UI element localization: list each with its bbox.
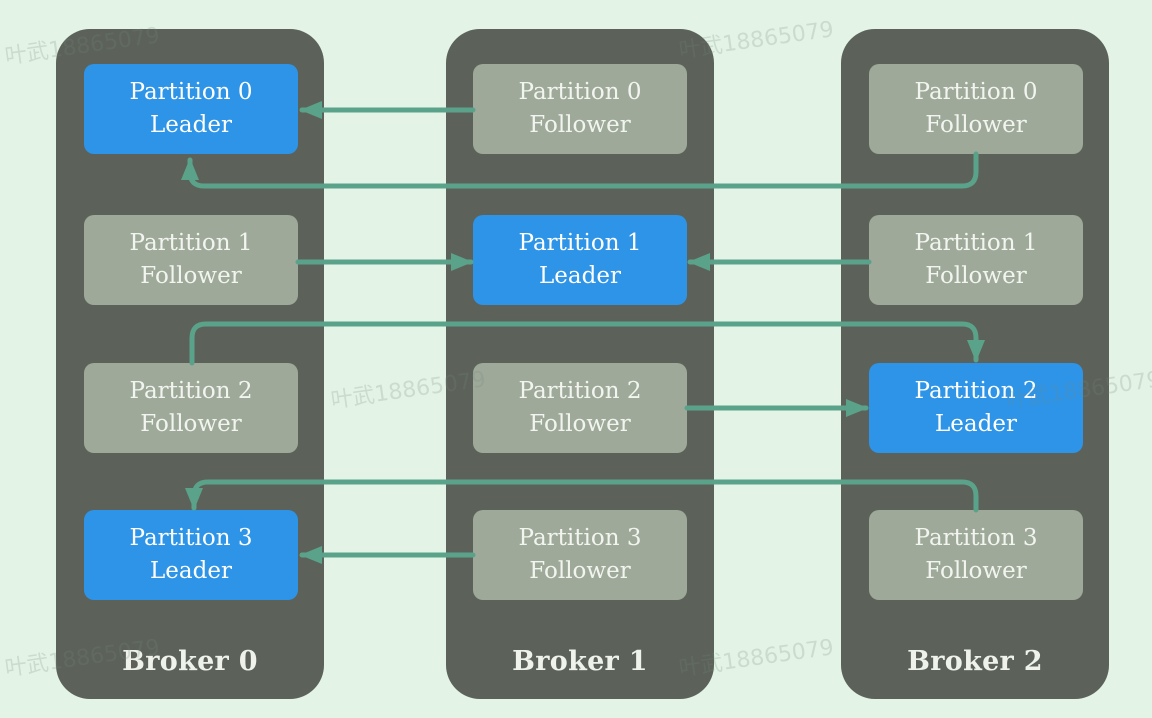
partition-title: Partition 2	[518, 378, 642, 404]
partition-role: Follower	[925, 112, 1027, 138]
partition-role: Leader	[150, 112, 232, 138]
partition-role: Follower	[529, 411, 631, 437]
partition-title: Partition 3	[518, 525, 642, 551]
broker-0-label: Broker 0	[122, 646, 258, 677]
broker-0-partition-1: Partition 1 Follower	[84, 215, 298, 305]
partition-role: Follower	[925, 263, 1027, 289]
broker-2-partition-0: Partition 0 Follower	[869, 64, 1083, 154]
partition-title: Partition 1	[914, 230, 1038, 256]
partition-role: Follower	[925, 558, 1027, 584]
partition-role: Follower	[529, 558, 631, 584]
broker-1-partition-1: Partition 1 Leader	[473, 215, 687, 305]
broker-1-partition-0: Partition 0 Follower	[473, 64, 687, 154]
partition-title: Partition 0	[518, 79, 642, 105]
broker-1-partition-3: Partition 3 Follower	[473, 510, 687, 600]
broker-0-partition-0: Partition 0 Leader	[84, 64, 298, 154]
partition-role: Leader	[539, 263, 621, 289]
partition-role: Follower	[529, 112, 631, 138]
partition-title: Partition 1	[518, 230, 642, 256]
watermark-text: 叶武18865079	[677, 17, 836, 64]
partition-role: Leader	[150, 558, 232, 584]
partition-title: Partition 0	[129, 79, 253, 105]
broker-2-label: Broker 2	[907, 646, 1043, 677]
partition-title: Partition 2	[914, 378, 1038, 404]
partition-title: Partition 3	[914, 525, 1038, 551]
broker-0-partition-3: Partition 3 Leader	[84, 510, 298, 600]
broker-0-partition-2: Partition 2 Follower	[84, 363, 298, 453]
partition-role: Follower	[140, 263, 242, 289]
broker-2-partition-1: Partition 1 Follower	[869, 215, 1083, 305]
partition-title: Partition 0	[914, 79, 1038, 105]
partition-role: Leader	[935, 411, 1017, 437]
broker-1-label: Broker 1	[512, 646, 648, 677]
partition-title: Partition 2	[129, 378, 253, 404]
broker-2-partition-2: Partition 2 Leader	[869, 363, 1083, 453]
partition-role: Follower	[140, 411, 242, 437]
partition-title: Partition 3	[129, 525, 253, 551]
partition-title: Partition 1	[129, 230, 253, 256]
broker-2-partition-3: Partition 3 Follower	[869, 510, 1083, 600]
broker-1-partition-2: Partition 2 Follower	[473, 363, 687, 453]
